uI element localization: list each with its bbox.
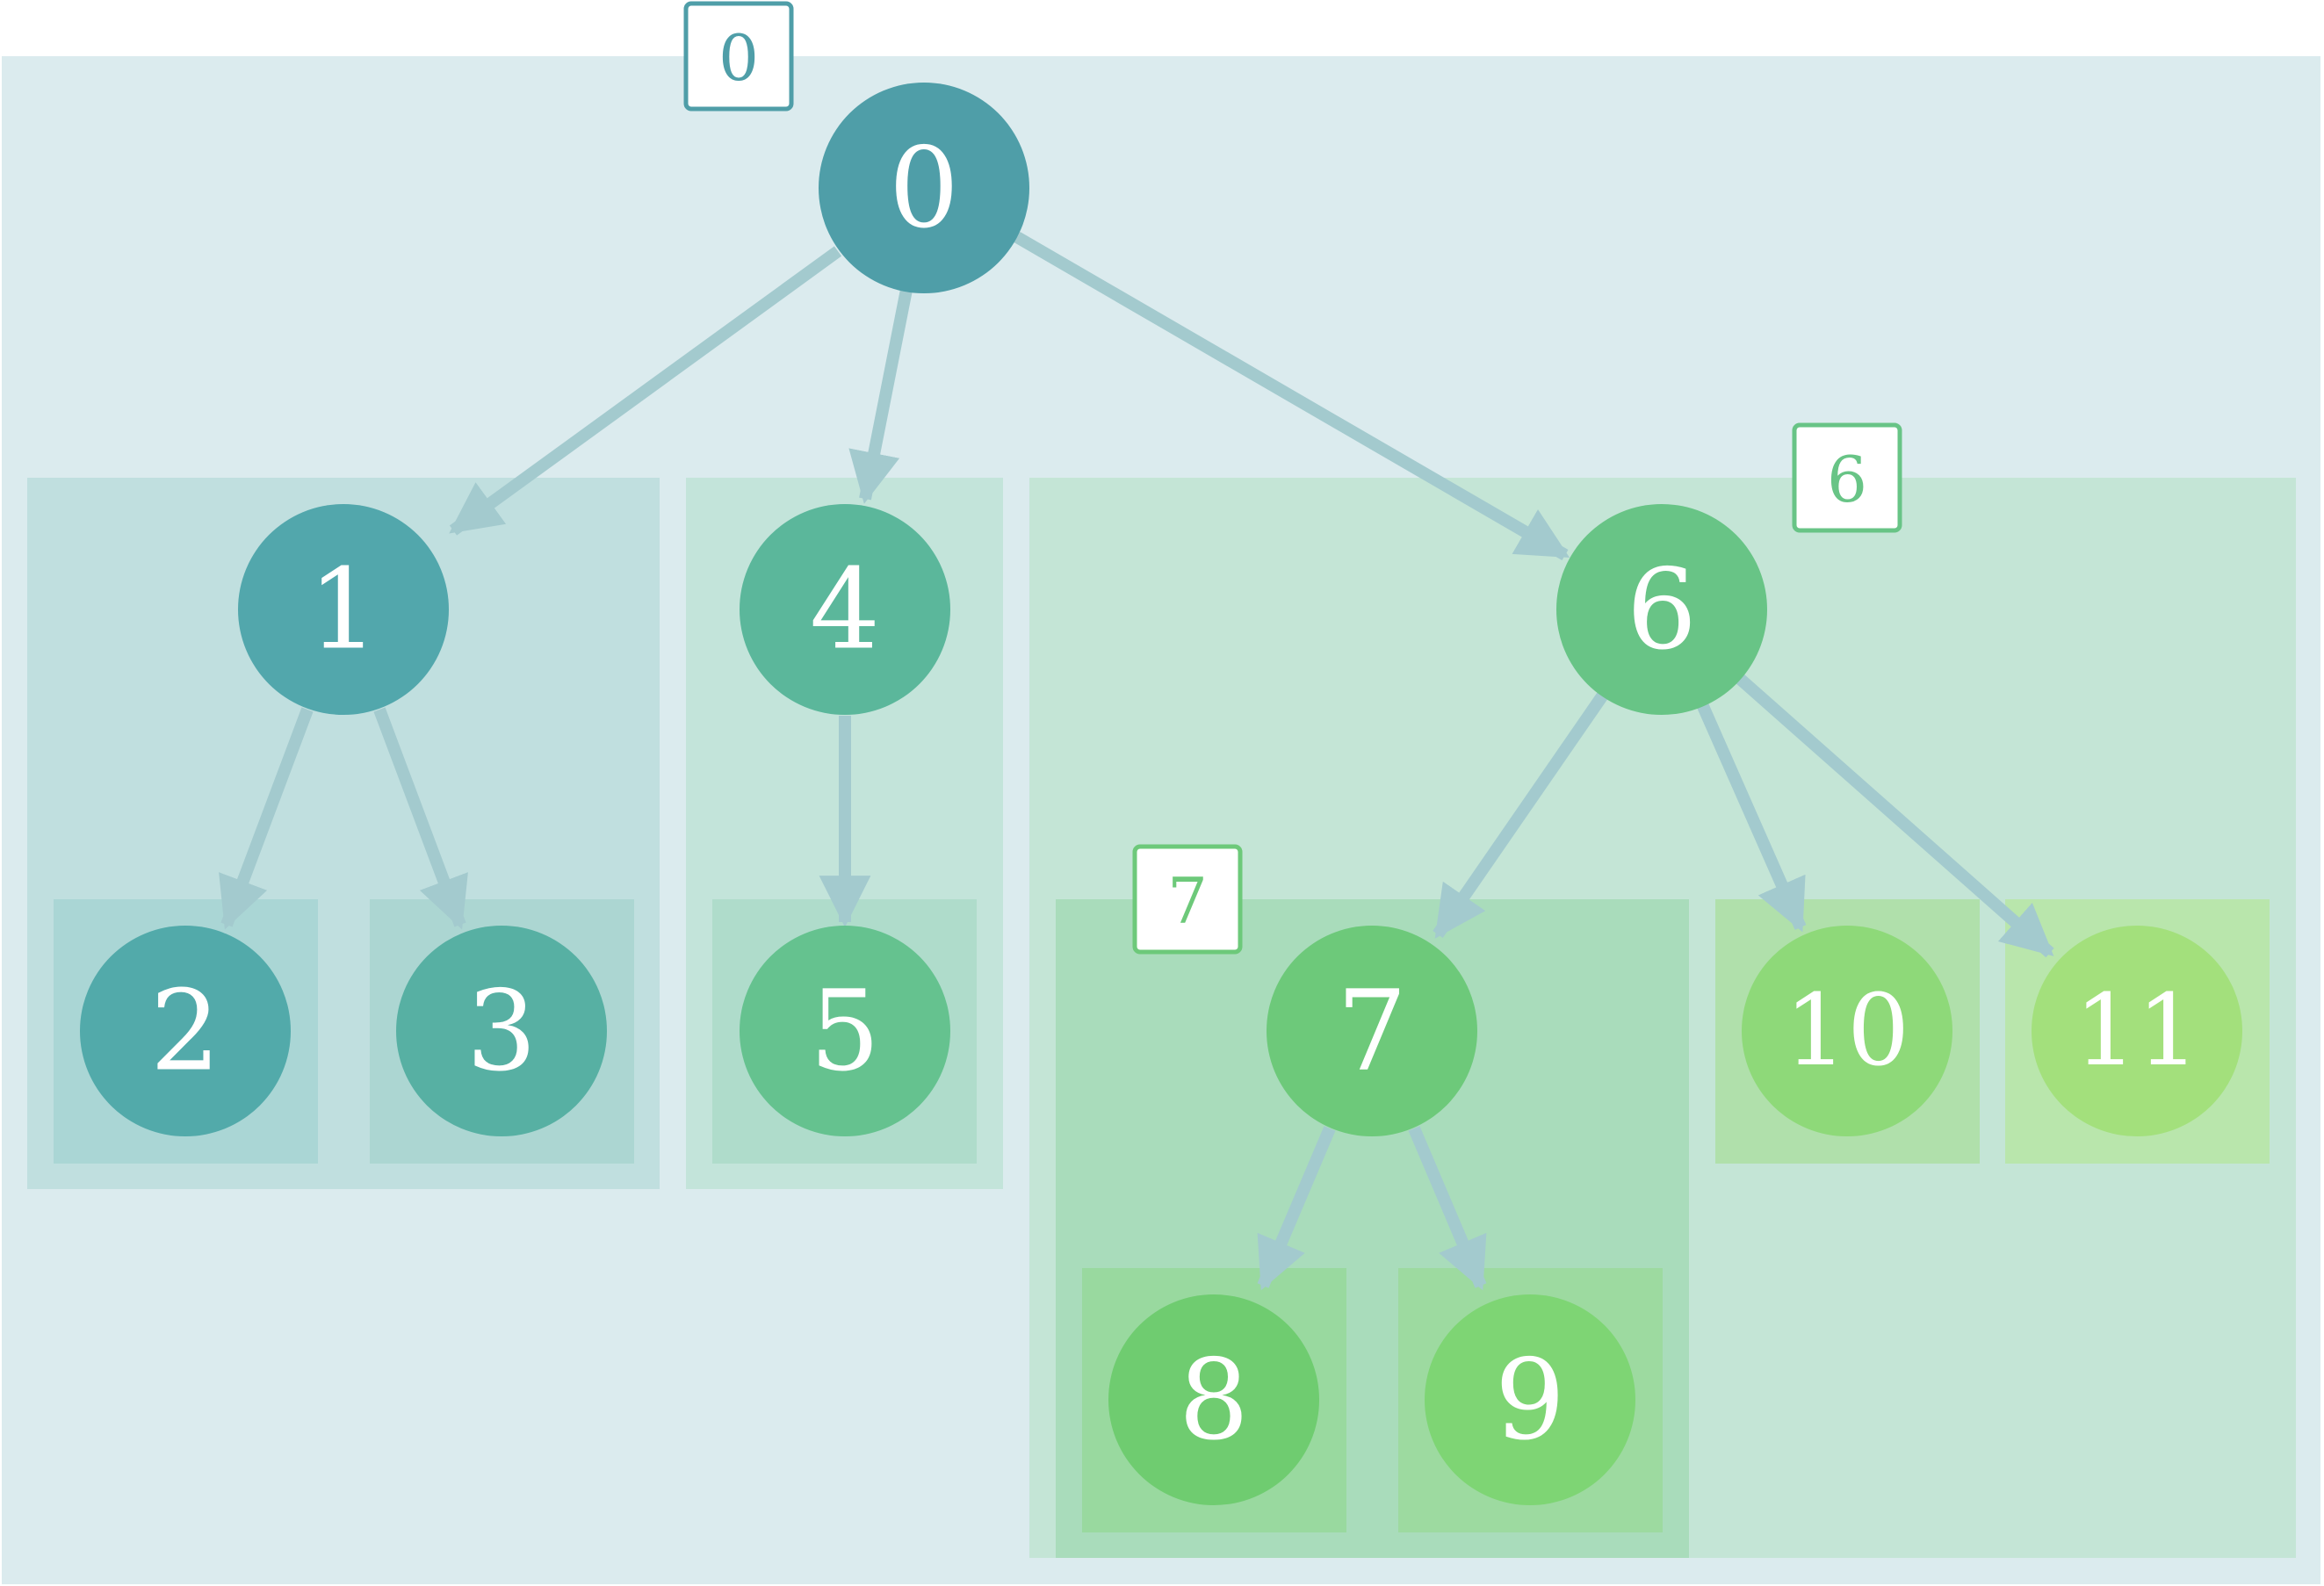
tag-label-0: 0 [718,21,759,95]
node-circle-10 [1742,926,1952,1136]
edge-7-9 [1408,1126,1487,1291]
node-circle-5 [740,926,950,1136]
node-1: 1 [238,504,449,715]
node-label-4: 4 [810,545,880,674]
node-label-11: 11 [2075,974,2200,1088]
node-label-1: 1 [308,545,379,674]
edge-6-11 [1735,673,2054,958]
node-circle-0 [819,83,1029,293]
node-label-0: 0 [889,124,959,253]
tag-label-7: 7 [1167,864,1208,938]
edge-0-1 [449,246,842,536]
nodes: 0 1 2 3 4 5 6 7 [80,83,2242,1505]
node-label-6: 6 [1627,545,1697,674]
edge-1-2 [219,707,314,930]
node-label-9: 9 [1495,1336,1565,1465]
node-label-8: 8 [1179,1336,1249,1465]
node-10: 10 [1742,926,1952,1136]
node-0: 0 [819,83,1029,293]
edge-0-6 [1014,231,1570,561]
tag-label-6: 6 [1827,443,1867,516]
tag-box-7 [1132,844,1243,955]
tag-0: 0 [683,1,794,112]
tag-box-0 [683,1,794,112]
node-7: 7 [1267,926,1477,1136]
node-label-7: 7 [1337,967,1407,1096]
node-circle-4 [740,504,950,715]
edge-6-10 [1696,702,1807,933]
node-circle-8 [1108,1294,1319,1505]
edge-0-4 [848,288,913,504]
node-2: 2 [80,926,291,1136]
node-6: 6 [1556,504,1767,715]
node-4: 4 [740,504,950,715]
node-circle-7 [1267,926,1477,1136]
edge-6-7 [1433,690,1609,939]
tags: 0 6 7 [683,1,1902,955]
node-circle-1 [238,504,449,715]
node-circle-2 [80,926,291,1136]
edge-1-3 [373,707,468,930]
node-11: 11 [2032,926,2242,1136]
node-circle-9 [1425,1294,1635,1505]
node-8: 8 [1108,1294,1319,1505]
node-circle-6 [1556,504,1767,715]
node-3: 3 [396,926,607,1136]
node-label-10: 10 [1785,974,1910,1088]
edges [219,231,2054,1291]
tag-6: 6 [1792,422,1902,533]
tag-7: 7 [1132,844,1243,955]
node-circle-3 [396,926,607,1136]
node-label-3: 3 [466,967,537,1096]
node-9: 9 [1425,1294,1635,1505]
node-5: 5 [740,926,950,1136]
node-label-5: 5 [810,967,880,1096]
node-label-2: 2 [150,967,220,1096]
tag-box-6 [1792,422,1902,533]
edge-7-8 [1257,1126,1336,1291]
node-circle-11 [2032,926,2242,1136]
